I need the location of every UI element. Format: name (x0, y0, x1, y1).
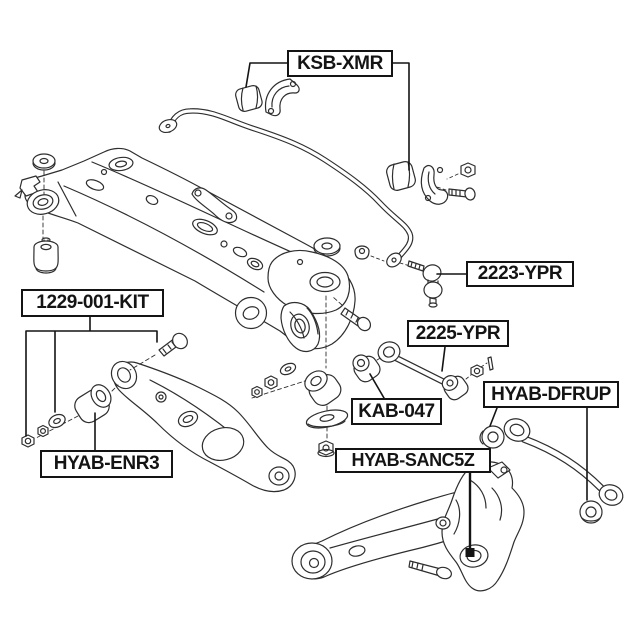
rod-pin-drawing (487, 356, 494, 371)
kit-nut2-drawing (21, 434, 35, 448)
rod-nut-drawing (470, 364, 484, 378)
part-label-2223-ypr[interactable]: 2223-YPR (466, 261, 574, 287)
crossmember-bushing-assembly-drawing (251, 295, 372, 458)
stabilizer-bushing-left-drawing (235, 85, 263, 112)
subframe-bushing-drawing (33, 237, 59, 274)
lateral-rod-drawing (377, 341, 494, 401)
part-label-hyab-dfrup[interactable]: HYAB-DFRUP (483, 381, 619, 408)
callout-lines (25, 62, 588, 557)
lower-control-arm-drawing (110, 360, 296, 493)
center-nut2-drawing (251, 385, 263, 399)
part-label-ksb-xmr[interactable]: KSB-XMR (287, 50, 393, 77)
stabilizer-bracket-left-drawing (264, 78, 300, 117)
stabilizer-bracket-bolt-drawing (436, 186, 476, 201)
stabilizer-link-drawing (407, 260, 443, 308)
part-label-hyab-enr3[interactable]: HYAB-ENR3 (40, 450, 173, 478)
crossmember-drawing (14, 147, 356, 353)
rod-bushing-drawing (352, 354, 383, 383)
stabilizer-bushing-right-drawing (386, 161, 416, 191)
upper-arm-bushing-front-drawing (479, 425, 505, 449)
kit-nut1-drawing (37, 424, 49, 438)
stabilizer-bracket-nut-drawing (446, 162, 476, 180)
kit-washer-drawing (48, 413, 66, 429)
part-label-2225-ypr[interactable]: 2225-YPR (407, 320, 509, 347)
lobe-nut-drawing (354, 245, 385, 262)
center-bushing-drawing (304, 370, 342, 406)
stabilizer-bracket-right-drawing (420, 162, 476, 205)
part-label-kab-047[interactable]: KAB-047 (351, 398, 442, 425)
crossmember-washer-drawing (313, 237, 341, 257)
center-nut1-drawing (264, 375, 278, 390)
center-bolt-drawing (340, 307, 372, 332)
upper-arm-bushing-rear-drawing (579, 500, 603, 524)
trailing-arm-knuckle-drawing (291, 461, 525, 592)
stabilizer-bar-drawing (158, 108, 414, 268)
arm-bolt-drawing (129, 332, 188, 371)
part-label-1229-001-kit[interactable]: 1229-001-KIT (21, 289, 164, 317)
center-washer-drawing (279, 362, 297, 376)
part-label-hyab-sanc5z[interactable]: HYAB-SANC5Z (335, 448, 491, 473)
center-locknut-drawing (317, 440, 335, 458)
center-plate-drawing (305, 409, 349, 429)
arm-bushing-drawing (35, 384, 119, 439)
knuckle-bolt-drawing (408, 560, 452, 580)
subframe-washer-drawing (32, 153, 56, 171)
upper-lateral-arm-drawing (479, 418, 624, 524)
